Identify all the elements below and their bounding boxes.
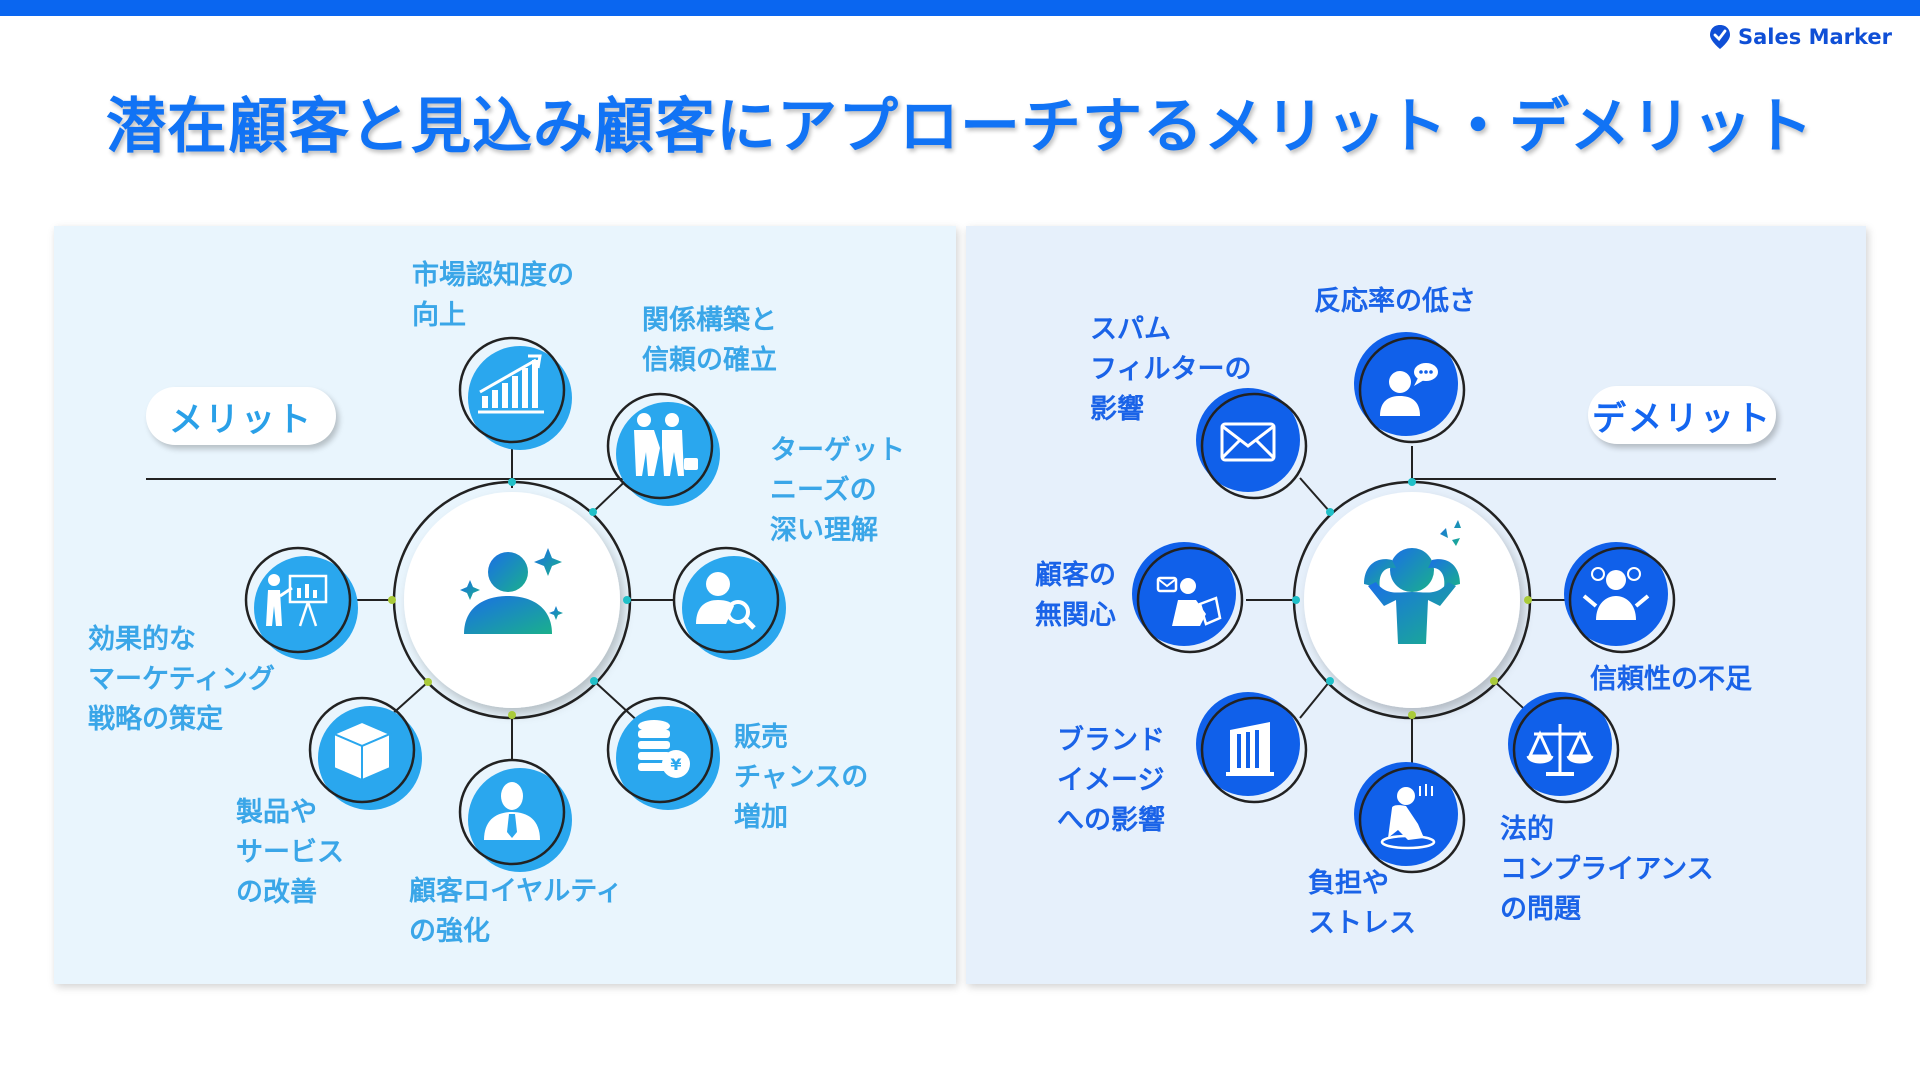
merit-node-marketing-strategy <box>244 546 358 660</box>
logo-pin-icon <box>1710 25 1731 49</box>
merit-node-sales-opportunity: ¥ <box>606 696 720 810</box>
reading-person-icon <box>1156 576 1222 626</box>
demerit-label-spam-filter: スパム フィルターの 影響 <box>1090 314 1252 425</box>
stressed-head-icon <box>1364 520 1461 644</box>
merit-label-target-needs: ターゲット ニーズの 深い理解 <box>770 435 905 546</box>
merit-node-market-awareness <box>458 336 572 450</box>
demerit-node-trust-lack <box>1564 542 1676 654</box>
demerit-junction-dots <box>1292 478 1532 719</box>
confused-person-icon <box>1582 567 1650 620</box>
demerit-spokes <box>1246 446 1574 768</box>
demerit-node-spam-filter <box>1196 388 1308 500</box>
merit-node-loyalty <box>458 758 572 872</box>
top-accent-bar <box>0 0 1920 16</box>
svg-text:¥: ¥ <box>670 755 681 774</box>
merit-node-relationship <box>606 392 720 506</box>
merit-label-pill: メリット <box>146 387 336 445</box>
envelope-icon <box>1220 422 1276 462</box>
user-speech-icon <box>1380 363 1438 416</box>
demerit-label-stress: 負担や ストレス <box>1308 868 1416 939</box>
demerit-label-legal-compliance: 法的 コンプライアンス の問題 <box>1500 814 1714 925</box>
merit-label-market-awareness: 市場認知度の 向上 <box>412 260 574 331</box>
demerit-node-brand-image <box>1196 692 1308 804</box>
building-icon <box>1226 722 1274 776</box>
merit-label-relationship: 関係構築と 信頼の確立 <box>642 305 777 376</box>
merit-label-product-improve: 製品や サービス の改善 <box>236 797 344 908</box>
handshake-icon <box>634 413 698 476</box>
yen-coins-icon: ¥ <box>638 720 690 778</box>
demerit-node-legal-compliance <box>1508 692 1620 804</box>
demerit-label-pill: デメリット <box>1588 386 1776 444</box>
merit-label-loyalty: 顧客ロイヤルティ の強化 <box>409 876 623 947</box>
demerit-node-low-response <box>1354 332 1466 444</box>
demerit-label-brand-image: ブランド イメージ への影響 <box>1057 725 1165 836</box>
demerit-node-indifference <box>1132 542 1244 654</box>
scales-icon <box>1526 724 1594 776</box>
merit-junction-dots <box>388 478 631 719</box>
brand-name: Sales Marker <box>1738 25 1892 49</box>
brand-logo: Sales Marker <box>1708 24 1892 50</box>
page-title: 潜在顧客と見込み顧客にアプローチするメリット・デメリット <box>106 92 1814 162</box>
demerit-label-trust-lack: 信頼性の不足 <box>1590 664 1752 695</box>
stressed-person-icon <box>1380 784 1436 850</box>
user-search-icon <box>696 572 756 630</box>
presentation-icon <box>266 574 328 627</box>
merit-label-marketing-strategy: 効果的な マーケティング 戦略の策定 <box>88 624 275 735</box>
demerit-label-indifference: 顧客の 無関心 <box>1035 560 1116 631</box>
box-icon <box>331 720 393 782</box>
merit-node-target-needs <box>672 546 786 660</box>
growth-chart-icon <box>478 354 544 414</box>
team-leader-icon <box>460 548 563 634</box>
merit-node-product-improve <box>308 696 422 810</box>
demerit-node-stress <box>1354 762 1466 874</box>
businessman-icon <box>484 782 540 840</box>
demerit-label-low-response: 反応率の低さ <box>1314 286 1476 317</box>
merit-label-sales-opportunity: 販売 チャンスの 増加 <box>734 722 869 833</box>
